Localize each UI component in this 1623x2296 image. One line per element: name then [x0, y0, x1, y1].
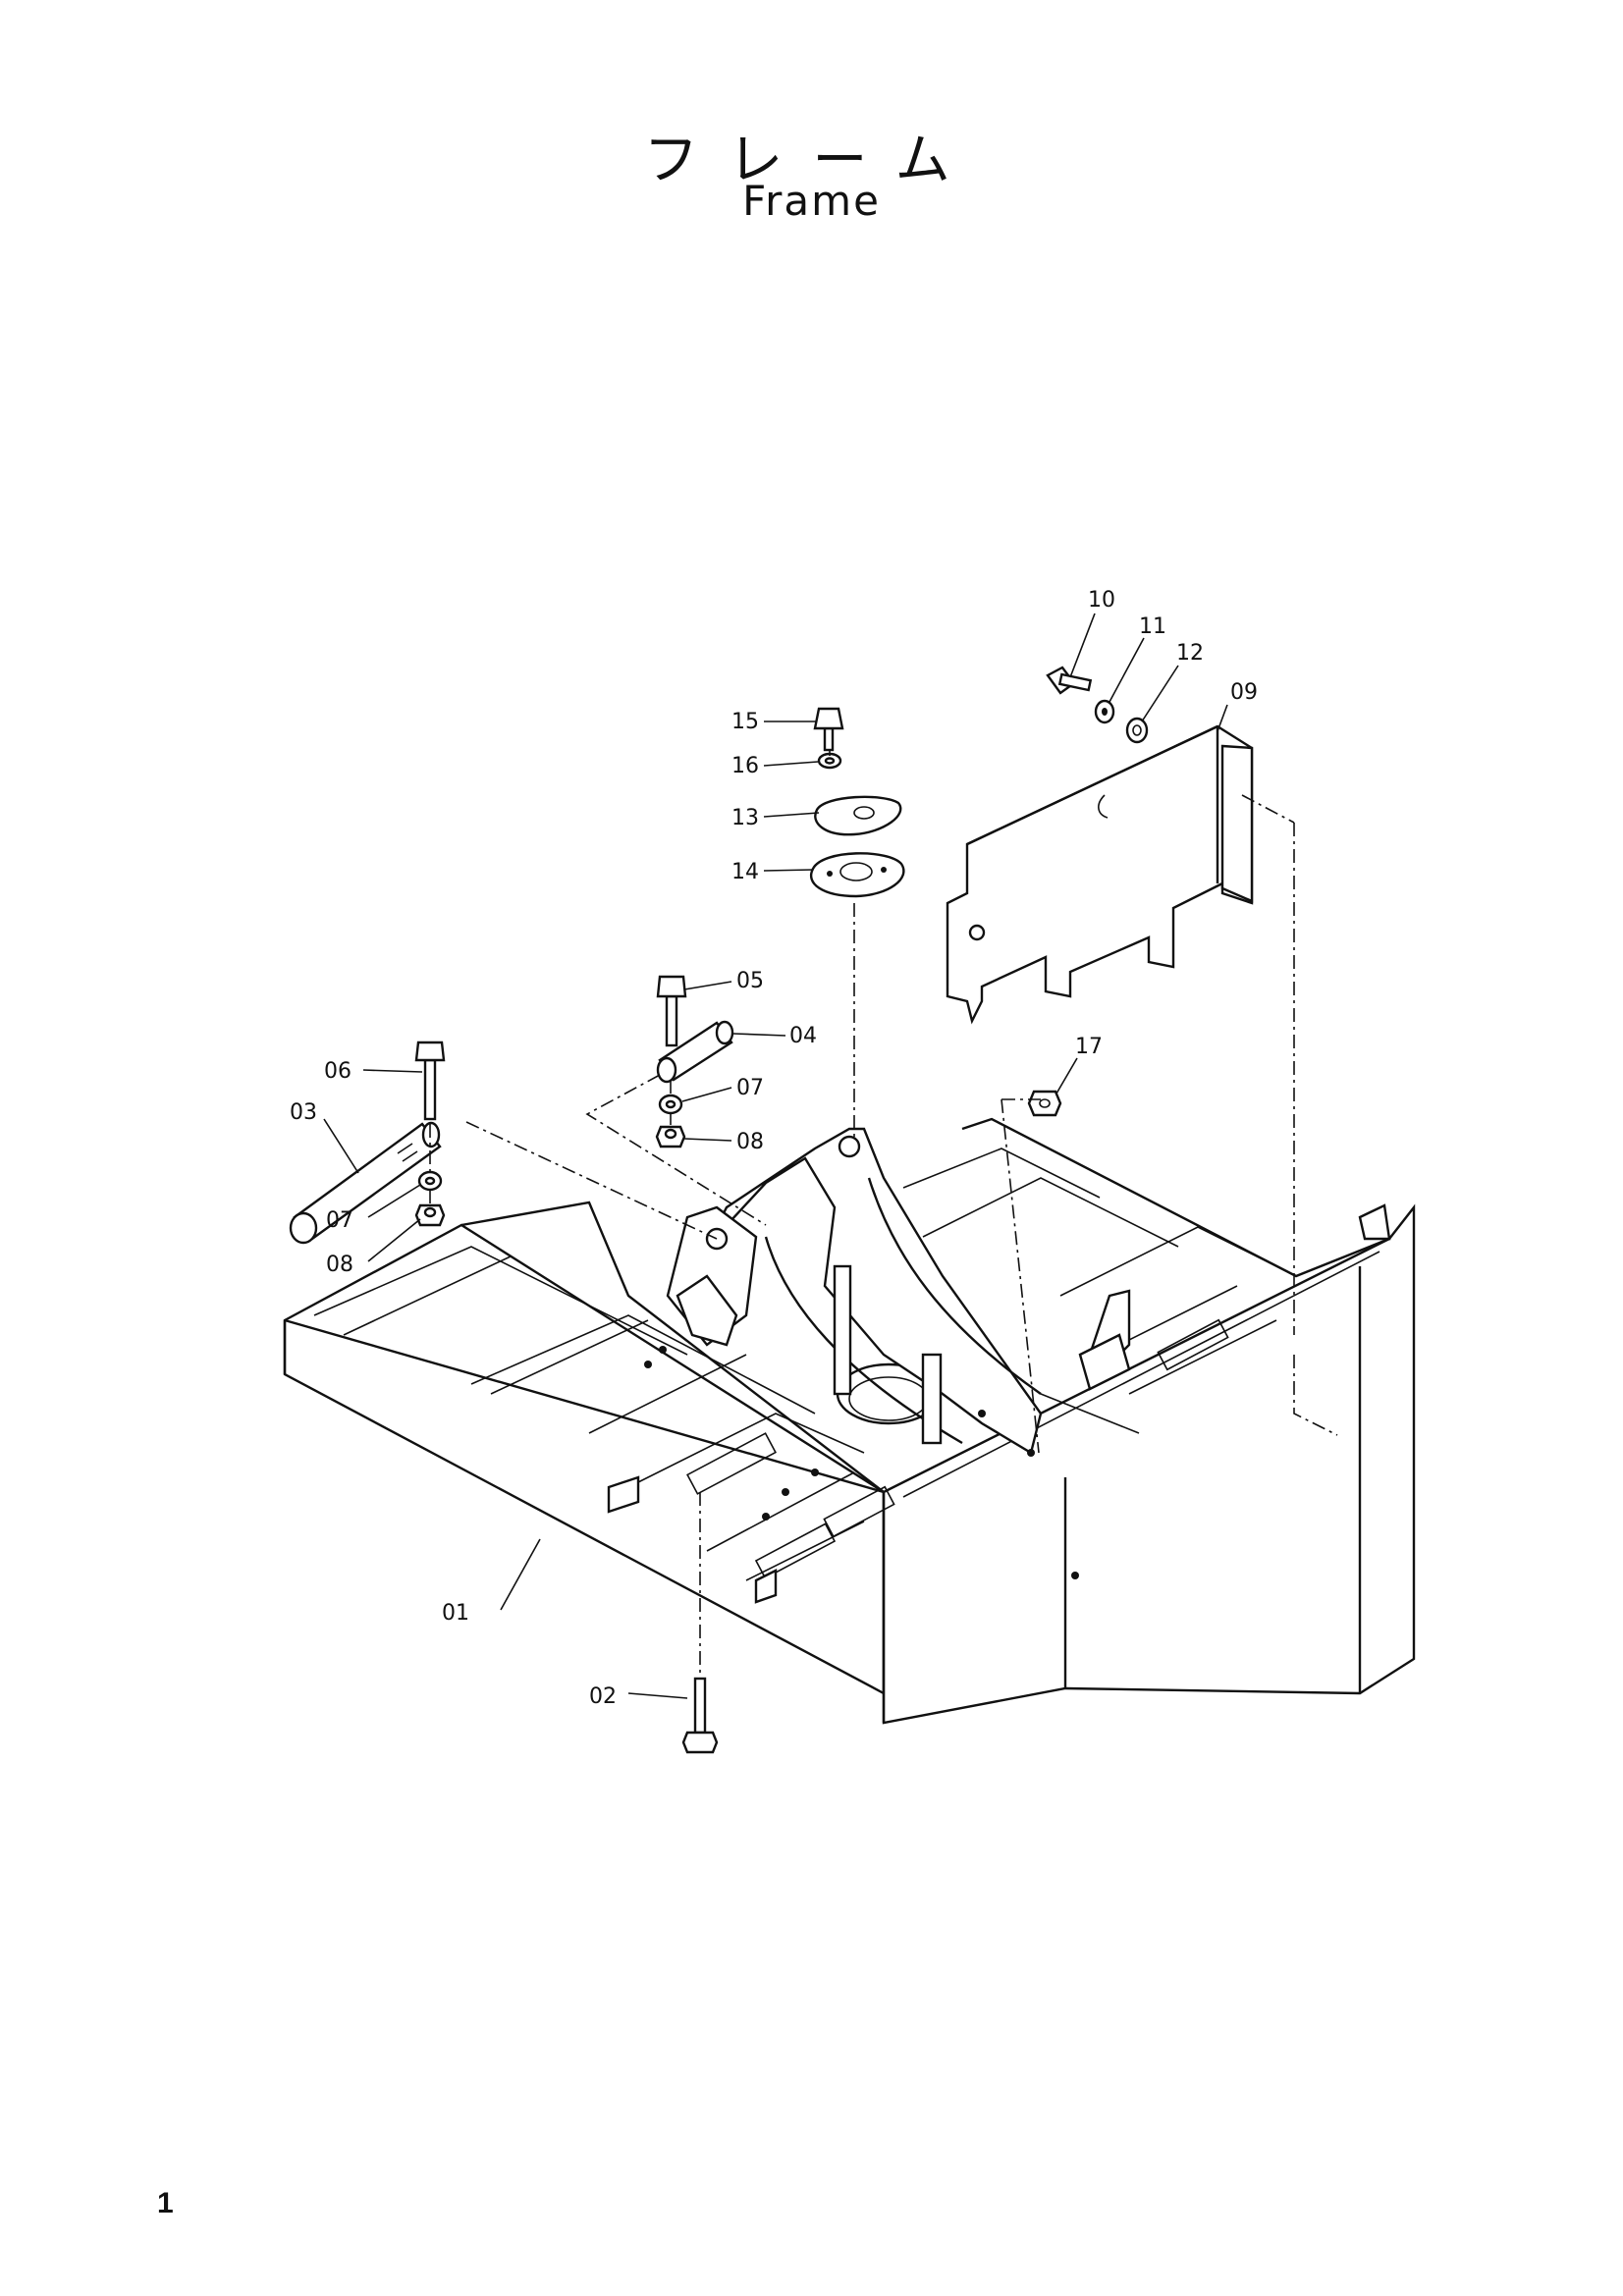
bracket-09-assembly [946, 666, 1338, 1436]
callout-08-left: 08 [326, 1253, 353, 1277]
callout-11: 11 [1139, 614, 1166, 639]
callout-13: 13 [731, 806, 759, 830]
callout-09: 09 [1230, 680, 1258, 705]
callout-leaders [323, 613, 1228, 1699]
nut-17 [1001, 1090, 1062, 1454]
callout-14: 14 [731, 860, 759, 884]
page-number: 1 [157, 2187, 174, 2219]
bolt-02 [681, 1492, 719, 1754]
callout-17: 17 [1075, 1035, 1103, 1059]
callout-01: 01 [442, 1601, 469, 1626]
page-title-japanese: フレーム [643, 129, 980, 192]
callout-16: 16 [731, 754, 759, 778]
pin-03-assembly [289, 1041, 718, 1245]
main-frame-part [283, 1117, 1416, 1725]
callout-02: 02 [589, 1684, 617, 1709]
page-title-english: Frame [742, 177, 881, 225]
pin-04-assembly [585, 975, 767, 1226]
callout-08-center: 08 [736, 1130, 764, 1154]
cover-plate-assembly [810, 707, 905, 1139]
callout-03: 03 [290, 1100, 317, 1125]
callout-04: 04 [789, 1024, 817, 1048]
callout-07-left: 07 [326, 1208, 353, 1233]
callout-05: 05 [736, 969, 764, 993]
callout-06: 06 [324, 1059, 352, 1084]
callout-07-center: 07 [736, 1076, 764, 1100]
callout-10: 10 [1088, 588, 1115, 613]
callout-12: 12 [1176, 641, 1204, 666]
callout-15: 15 [731, 710, 759, 734]
